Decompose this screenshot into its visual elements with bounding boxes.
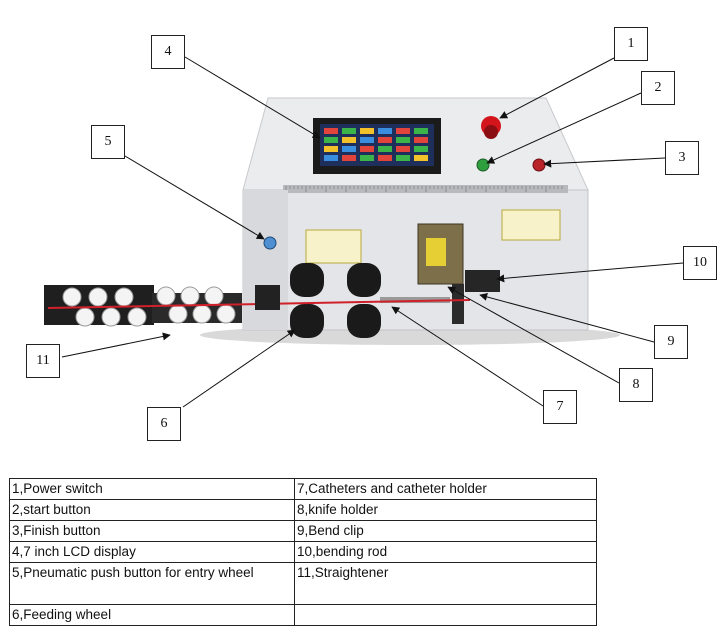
leader-line-9 <box>479 293 655 343</box>
legend-cell: 9,Bend clip <box>294 520 597 542</box>
leader-line-6 <box>182 329 296 408</box>
callout-7: 7 <box>543 390 577 424</box>
straightener-roller <box>88 287 108 307</box>
lcd-buttons <box>324 128 428 161</box>
ruler-ticks <box>285 186 563 192</box>
feeding-wheel <box>347 304 381 338</box>
callout-10: 10 <box>683 246 717 280</box>
pneumatic-button-icon <box>263 236 277 250</box>
leader-line-2 <box>486 92 642 164</box>
lcd-screen-key <box>360 128 374 134</box>
lcd-screen-key <box>342 128 356 134</box>
catheter-rod <box>380 297 450 303</box>
lcd-screen-key <box>396 146 410 152</box>
lcd-screen-key <box>378 137 392 143</box>
legend-row: 2,start button 8,knife holder <box>9 499 597 521</box>
straightener-roller <box>216 304 236 324</box>
lcd-screen-key <box>378 155 392 161</box>
legend-cell: 11,Straightener <box>294 562 597 605</box>
legend-cell <box>294 604 597 626</box>
lcd-screen-key <box>396 137 410 143</box>
legend-cell: 1,Power switch <box>9 478 295 500</box>
legend-table: 1,Power switch 7,Catheters and catheter … <box>9 478 597 626</box>
lcd-screen-key <box>342 146 356 152</box>
lcd-screen-key <box>360 137 374 143</box>
callout-4: 4 <box>151 35 185 69</box>
bending-rod <box>465 270 500 292</box>
legend-row: 3,Finish button 9,Bend clip <box>9 520 597 542</box>
finish-button-icon <box>532 158 546 172</box>
straightener-roller <box>75 307 95 327</box>
legend-row: 4,7 inch LCD display 10,bending rod <box>9 541 597 563</box>
lcd-screen-key <box>378 128 392 134</box>
legend-cell: 2,start button <box>9 499 295 521</box>
callout-2: 2 <box>641 71 675 105</box>
legend-row: 5,Pneumatic push button for entry wheel … <box>9 562 597 605</box>
callout-8: 8 <box>619 368 653 402</box>
lcd-screen-key <box>414 137 428 143</box>
lcd-screen-key <box>360 146 374 152</box>
leader-line-4 <box>184 56 321 139</box>
power-switch-base <box>484 125 498 139</box>
entry-block <box>255 285 280 310</box>
legend-cell: 7,Catheters and catheter holder <box>294 478 597 500</box>
straightener-roller <box>114 287 134 307</box>
legend-cell: 6,Feeding wheel <box>9 604 295 626</box>
lcd-screen-key <box>324 146 338 152</box>
leader-line-5 <box>124 155 265 240</box>
leader-line-8 <box>447 286 620 384</box>
lcd-screen-key <box>324 128 338 134</box>
callout-3: 3 <box>665 141 699 175</box>
leader-line-11 <box>61 332 171 358</box>
start-button-icon <box>476 158 490 172</box>
warning-label-left <box>305 229 362 264</box>
legend-cell: 4,7 inch LCD display <box>9 541 295 563</box>
ruler-strip <box>283 185 568 193</box>
legend-cell: 8,knife holder <box>294 499 597 521</box>
leader-lines <box>61 56 684 408</box>
lcd-screen-key <box>360 155 374 161</box>
straightener-roller <box>101 307 121 327</box>
legend-cell: 3,Finish button <box>9 520 295 542</box>
lcd-screen-key <box>342 137 356 143</box>
callout-6: 6 <box>147 407 181 441</box>
callout-9: 9 <box>654 325 688 359</box>
leader-line-3 <box>543 157 666 168</box>
leader-line-7 <box>391 306 544 407</box>
lcd-screen-key <box>396 155 410 161</box>
callout-11: 11 <box>26 344 60 378</box>
lcd-screen-key <box>342 155 356 161</box>
leader-line-1 <box>499 57 615 119</box>
lcd-screen-key <box>324 137 338 143</box>
straightener-roller <box>62 287 82 307</box>
feeding-wheel <box>290 304 324 338</box>
leader-line-10 <box>496 262 684 283</box>
callout-5: 5 <box>91 125 125 159</box>
straightener-roller <box>156 286 176 306</box>
straightener-roller <box>192 304 212 324</box>
knife-holder-label <box>426 238 446 266</box>
legend-cell: 10,bending rod <box>294 541 597 563</box>
lcd-screen-key <box>414 128 428 134</box>
straightener-roller <box>168 304 188 324</box>
warning-label-right <box>501 209 561 241</box>
straightener-roller <box>204 286 224 306</box>
feeding-wheel <box>347 263 381 297</box>
straightener-roller <box>127 307 147 327</box>
legend-cell: 5,Pneumatic push button for entry wheel <box>9 562 295 605</box>
lcd-screen-key <box>324 155 338 161</box>
legend-row: 6,Feeding wheel <box>9 604 597 626</box>
legend-row: 1,Power switch 7,Catheters and catheter … <box>9 478 597 500</box>
straightener-rollers <box>62 286 236 327</box>
straightener-roller <box>180 286 200 306</box>
lcd-screen-key <box>378 146 392 152</box>
lcd-screen-key <box>396 128 410 134</box>
lcd-screen-key <box>414 155 428 161</box>
lcd-screen-key <box>414 146 428 152</box>
machine-illustration <box>44 56 684 408</box>
feeding-wheel <box>290 263 324 297</box>
feeding-wheels <box>290 263 381 338</box>
callout-1: 1 <box>614 27 648 61</box>
